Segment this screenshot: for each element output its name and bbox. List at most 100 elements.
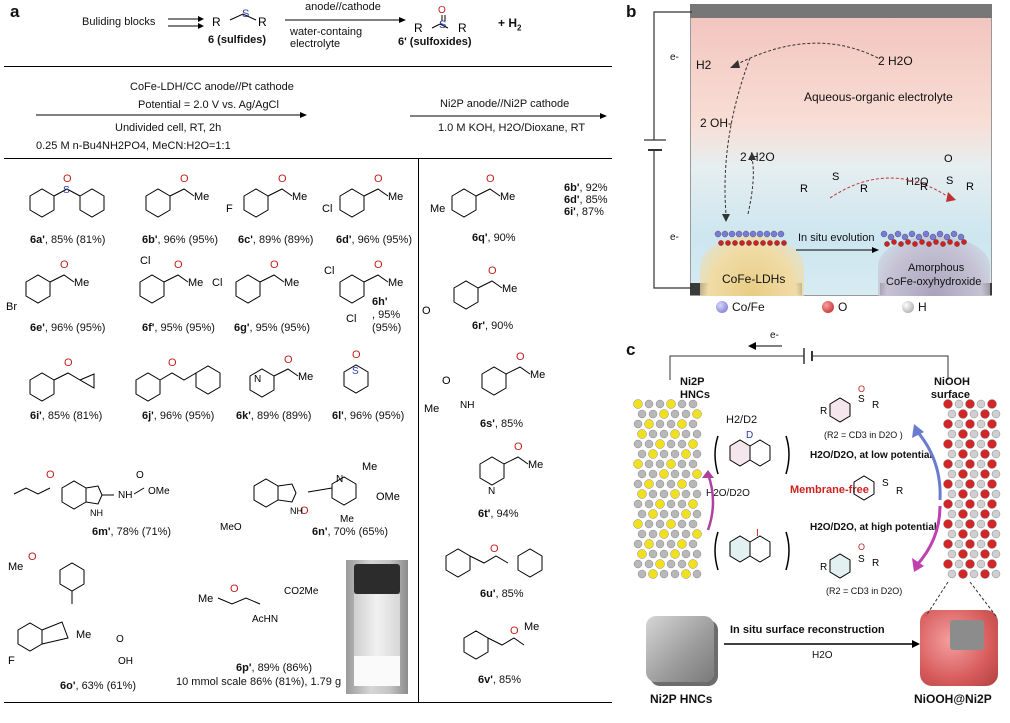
svg-text:O: O bbox=[374, 259, 383, 271]
label-6r: 6r', 90% bbox=[472, 320, 514, 332]
svg-text:S: S bbox=[832, 171, 839, 183]
label-6i: 6i', 85% (81%) bbox=[30, 410, 103, 422]
structure-6a: O S bbox=[29, 173, 105, 218]
svg-text:R: R bbox=[920, 181, 928, 193]
svg-text:Cl: Cl bbox=[322, 203, 332, 215]
structure-6f: Cl O Me bbox=[139, 255, 203, 304]
svg-text:Me: Me bbox=[524, 621, 539, 633]
panel-b-letter: b bbox=[626, 2, 637, 21]
svg-text:Cl: Cl bbox=[140, 255, 150, 267]
svg-text:Me: Me bbox=[362, 461, 377, 473]
phosphorus-atom bbox=[666, 459, 676, 469]
label-6p-scale: 10 mmol scale 86% (81%), 1.79 g bbox=[176, 676, 342, 688]
oxygen-atom bbox=[919, 239, 925, 245]
phosphorus-atom bbox=[666, 519, 676, 529]
electrode-top bbox=[690, 4, 992, 18]
nickel-atom bbox=[655, 399, 665, 409]
h2-label: H2 bbox=[696, 58, 712, 72]
svg-text:R: R bbox=[872, 400, 879, 411]
svg-text:R: R bbox=[820, 562, 827, 573]
svg-text:Me: Me bbox=[388, 191, 403, 203]
structure-6h: Cl O Me Cl bbox=[324, 259, 403, 325]
h2od2o-left-label: H2O/D2O bbox=[706, 488, 750, 499]
cond-left-1: CoFe-LDH/CC anode//Pt cathode bbox=[130, 81, 294, 93]
svg-text:S: S bbox=[858, 394, 865, 405]
svg-text:Cl: Cl bbox=[212, 277, 222, 289]
svg-text:Me: Me bbox=[388, 277, 403, 289]
oxygen-atom bbox=[954, 241, 960, 247]
nickel-atom bbox=[991, 469, 1001, 479]
h2o-mid-label: 2 H2O bbox=[740, 150, 775, 164]
svg-text:Me: Me bbox=[8, 561, 23, 573]
label-6k: 6k', 89% (89%) bbox=[236, 410, 312, 422]
cond-left-2: Potential = 2.0 V vs. Ag/AgCl bbox=[138, 99, 279, 111]
nickel-atom bbox=[637, 529, 647, 539]
svg-text:Me: Me bbox=[424, 403, 439, 414]
label-6l: 6l', 96% (95%) bbox=[332, 410, 405, 422]
svg-text:S: S bbox=[63, 185, 70, 196]
svg-text:O: O bbox=[180, 173, 189, 185]
metal-atom bbox=[908, 230, 916, 238]
structure-6m: O NH NH OMe O bbox=[13, 469, 170, 518]
metal-atom bbox=[721, 230, 729, 238]
nickel-atom bbox=[976, 459, 986, 469]
structure-6k: N O Me bbox=[249, 354, 313, 398]
nickel-atom bbox=[976, 419, 986, 429]
nickel-atom bbox=[954, 559, 964, 569]
nickel-atom bbox=[991, 549, 1001, 559]
oxygen-label: O bbox=[438, 5, 446, 16]
nickel-atom bbox=[991, 509, 1001, 519]
metal-atom bbox=[887, 233, 895, 241]
nickel-atom bbox=[688, 419, 698, 429]
nickel-atom bbox=[976, 519, 986, 529]
svg-text:O: O bbox=[63, 173, 72, 185]
structure-6n: Me OMe N Me O NH MeO bbox=[220, 461, 400, 533]
structure-6s: Me O NH O Me bbox=[424, 351, 545, 414]
phosphorus-atom bbox=[655, 439, 665, 449]
label-6m: 6m', 78% (71%) bbox=[92, 526, 172, 538]
metal-atom bbox=[777, 230, 785, 238]
svg-text:Me: Me bbox=[340, 514, 354, 525]
niooh-surface-label: NiOOH surface bbox=[930, 376, 970, 401]
nickel-atom bbox=[670, 469, 680, 479]
svg-text:S: S bbox=[882, 478, 889, 489]
legend-o: O bbox=[822, 300, 847, 314]
ldh-glow bbox=[700, 236, 804, 296]
label-6u: 6u', 85% bbox=[480, 588, 524, 600]
oxygen-atom bbox=[943, 519, 953, 529]
svg-text:Me: Me bbox=[74, 277, 89, 289]
metal-atom bbox=[894, 230, 902, 238]
structure-6b: O Me bbox=[145, 173, 209, 218]
oxygen-atom bbox=[965, 419, 975, 429]
nickel-atom bbox=[688, 459, 698, 469]
oxygen-atom bbox=[725, 240, 731, 246]
vial-photo bbox=[346, 560, 408, 694]
svg-text:Me: Me bbox=[292, 191, 307, 203]
nickel-atom bbox=[633, 439, 643, 449]
r1-label-2: R bbox=[414, 21, 423, 35]
nickel-atom bbox=[976, 479, 986, 489]
external-circuit bbox=[644, 11, 692, 289]
nickel-atom bbox=[954, 539, 964, 549]
phosphorus-atom bbox=[670, 429, 680, 439]
nickel-atom bbox=[677, 499, 687, 509]
nickel-atom bbox=[969, 469, 979, 479]
svg-text:NH: NH bbox=[118, 490, 132, 501]
nickel-atom bbox=[637, 409, 647, 419]
oxygen-atom bbox=[965, 479, 975, 489]
cond-right-arrow bbox=[410, 113, 607, 119]
svg-text:NH: NH bbox=[460, 400, 474, 411]
svg-text:R: R bbox=[860, 183, 868, 195]
oxygen-atom bbox=[958, 549, 968, 559]
svg-text:Me: Me bbox=[194, 191, 209, 203]
nickel-atom bbox=[644, 439, 654, 449]
nickel-atom bbox=[947, 569, 957, 579]
nickel-atom bbox=[969, 529, 979, 539]
phosphorus-atom bbox=[644, 539, 654, 549]
evolution-arrow bbox=[796, 247, 879, 253]
amorphous-glow bbox=[878, 236, 990, 296]
svg-text:O: O bbox=[278, 173, 287, 185]
oxygen-atom bbox=[965, 539, 975, 549]
metal-atom bbox=[770, 230, 778, 238]
nickel-atom bbox=[659, 569, 669, 579]
